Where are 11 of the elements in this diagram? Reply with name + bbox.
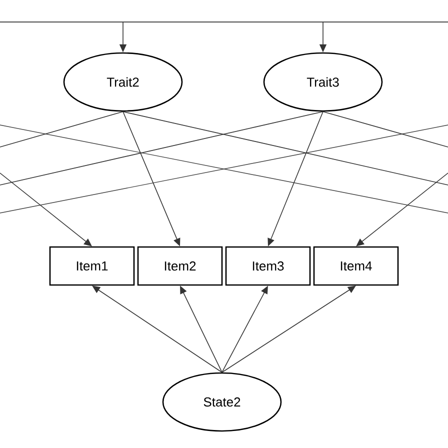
arrow [222,286,356,373]
ellipse-node: Trait2 [63,52,183,112]
ellipse-node: State2 [162,372,282,432]
item-box: Item3 [225,246,311,286]
arrow [356,172,448,246]
item-box: Item4 [313,246,399,286]
arrow [0,172,92,246]
item-box: Item2 [137,246,223,286]
ellipse-node: Trait3 [263,52,383,112]
arrow [92,286,222,373]
item-box: Item1 [49,246,135,286]
